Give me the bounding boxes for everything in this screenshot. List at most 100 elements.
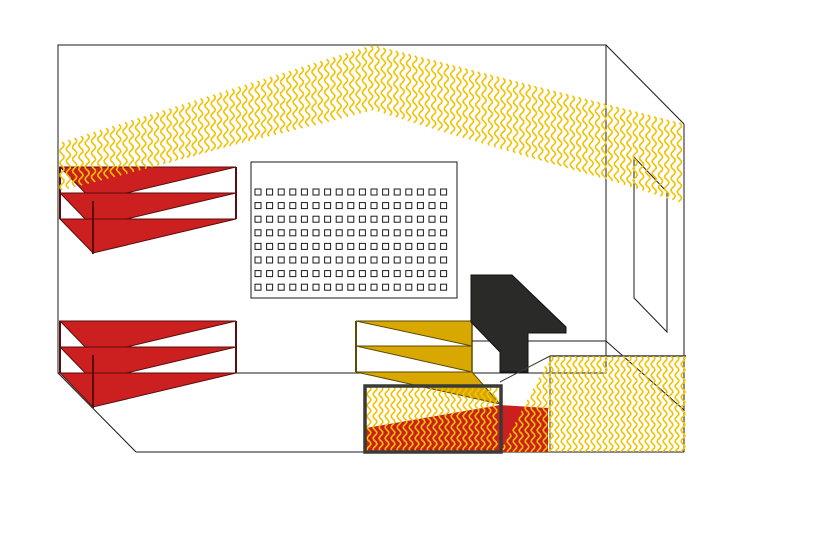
panel-hole [370,202,378,210]
ceiling-wave [424,58,431,128]
ceiling-wave [128,119,135,173]
ceiling-wave [197,98,204,155]
ceiling-wave [575,96,582,173]
panel-hole [393,188,401,196]
panel-hole [254,202,262,210]
panel-hole [324,229,332,237]
panel-hole [393,202,401,210]
panel-hole [324,283,332,291]
panel-hole [347,283,355,291]
floor-wave [626,356,632,452]
ceiling-wave [65,139,72,189]
dark-frame [363,384,503,454]
panel-hole [277,242,285,250]
ceiling-wave [323,58,330,123]
floor-wave [674,356,680,452]
ceiling-wave [103,127,110,180]
panel-hole [347,188,355,196]
panel-hole [335,202,343,210]
frame-wave [438,386,444,452]
frame-wave [444,386,450,452]
ceiling-edge-right [605,44,685,125]
ceiling-wave [84,133,91,185]
panel-hole [382,215,390,223]
panel-hole [393,215,401,223]
panel-hole [416,215,424,223]
ceiling-wave [670,120,677,201]
ceiling-wave [304,64,311,128]
panel-hole [382,283,390,291]
panel-hole [382,202,390,210]
ceiling-wave [77,135,85,186]
ceiling-wave [506,79,513,152]
floor-wave [644,356,650,452]
floor-wave [542,356,548,452]
panel-hole [358,229,366,237]
panel-hole [405,242,413,250]
floor-wave [578,356,584,452]
frame-wave [420,386,426,452]
ceiling-wave [525,84,532,158]
panel-hole [358,242,366,250]
panel-hole [277,270,285,278]
ceiling-wave [210,94,217,152]
panel-hole [382,188,390,196]
panel-hole [428,256,436,264]
ceiling-wave [613,106,620,184]
ceiling-wave [90,131,97,183]
ceiling-wave [191,100,198,157]
panel-hole [440,188,448,196]
ceiling-wave [531,85,538,160]
panel-hole [358,215,366,223]
frame-wave [390,386,396,452]
ceiling-wave [569,95,576,171]
panel-hole [266,270,274,278]
floor-wave [662,356,668,452]
panel-hole [416,256,424,264]
panel-hole [347,215,355,223]
ceiling-wave [676,122,683,203]
panel-hole [428,215,436,223]
frame-wave [384,386,390,452]
panel-hole [405,229,413,237]
panel-hole [289,215,297,223]
panel-hole [347,270,355,278]
ceiling-wave [166,107,172,163]
ceiling-wave [216,92,223,150]
ceiling-wave [355,48,361,114]
panel-hole [289,188,297,196]
panel-hole [440,215,448,223]
panel-hole [393,270,401,278]
panel-hole [393,229,401,237]
panel-hole [324,256,332,264]
floor-wave [560,356,566,452]
frame-wave [366,386,372,452]
panel-hole [428,242,436,250]
panel-hole [347,242,355,250]
floor-wave [548,356,554,452]
panel-hole [347,202,355,210]
panel-hole [277,202,285,210]
yellow-tier-1 [355,320,473,347]
panel-hole [335,215,343,223]
panel-hole [300,256,308,264]
ceiling-wave [411,55,418,124]
panel-hole [335,242,343,250]
ceiling-wave [97,129,103,181]
panel-hole [300,188,308,196]
ceiling-wave [153,111,160,167]
ceiling-wave [285,70,292,133]
ceiling-wave [115,123,122,176]
panel-hole [277,283,285,291]
floor-wave [590,356,596,452]
ceiling-wave [291,68,299,131]
panel-holes [254,188,448,291]
ceiling-wave [405,53,412,122]
ceiling-wave [581,98,588,175]
panel-hole [266,188,274,196]
panel-hole [300,270,308,278]
panel-hole [335,256,343,264]
panel-hole [335,283,343,291]
